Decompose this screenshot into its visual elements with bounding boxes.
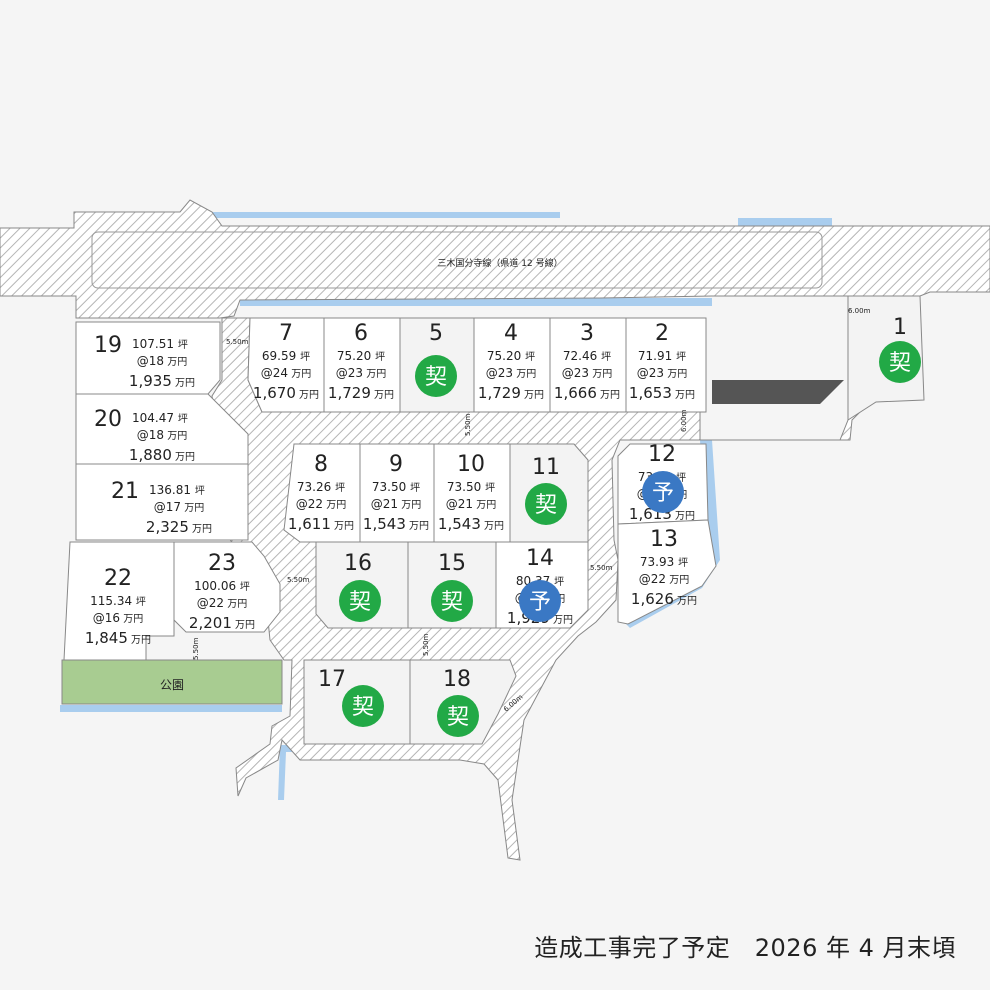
lot-19[interactable] [75, 321, 221, 395]
contracted-badge [437, 695, 479, 737]
lot-number: 12 [648, 442, 676, 467]
lot-unit-price: @16 万円 [93, 611, 143, 625]
lot-number: 4 [504, 321, 518, 346]
lot-unit-price: @23 万円 [486, 366, 536, 380]
lot-number: 3 [580, 321, 594, 346]
dimension-label: 5.50m [422, 633, 430, 656]
lot-number: 7 [279, 321, 293, 346]
lot-area: 73.50 坪 [447, 480, 495, 494]
badge-label: 予 [652, 481, 674, 506]
lot-7[interactable] [247, 317, 325, 413]
lot-number: 18 [443, 667, 471, 692]
lot-unit-price: @24 万円 [261, 366, 311, 380]
lot-number: 5 [429, 321, 443, 346]
road-median [91, 231, 823, 289]
lot-number: 11 [532, 455, 560, 480]
badge-label: 契 [441, 590, 463, 615]
lot-area: 69.59 坪 [262, 349, 310, 363]
lot-number: 6 [354, 321, 368, 346]
contracted-badge [525, 483, 567, 525]
dimension-label: 6.00m [680, 409, 688, 432]
lot-area: 75.20 坪 [487, 349, 535, 363]
contracted-badge [339, 580, 381, 622]
badge-label: 契 [535, 493, 557, 518]
lot-unit-price: @18 万円 [137, 354, 187, 368]
lot-area: 71.91 坪 [638, 349, 686, 363]
lot-unit-price: @17 万円 [154, 500, 204, 514]
contracted-badge [342, 685, 384, 727]
lot-area: 72.46 坪 [563, 349, 611, 363]
lot-number: 21 [111, 479, 139, 504]
contracted-badge [431, 580, 473, 622]
lot-unit-price: @21 万円 [371, 497, 421, 511]
lot-area: 73.26 坪 [297, 480, 345, 494]
dimension-label: 5.50m [464, 413, 472, 436]
badge-label: 予 [529, 590, 551, 615]
badge-label: 契 [349, 590, 371, 615]
reserved-badge [642, 471, 684, 513]
badge-label: 契 [889, 351, 911, 376]
lot-13[interactable] [617, 519, 717, 625]
park-label: 公園 [160, 678, 184, 692]
lot-area: 107.51 坪 [132, 337, 188, 351]
lot-area: 100.06 坪 [194, 579, 250, 593]
lot-number: 10 [457, 452, 485, 477]
badge-label: 契 [447, 705, 469, 730]
lot-number: 23 [208, 551, 236, 576]
lot-area: 136.81 坪 [149, 483, 205, 497]
dark-structure [712, 380, 844, 404]
lot-unit-price: @21 万円 [446, 497, 496, 511]
lot-area: 73.50 坪 [372, 480, 420, 494]
lot-number: 8 [314, 452, 328, 477]
dimension-label: 6.00m [848, 307, 871, 315]
contracted-badge [415, 355, 457, 397]
road-label: 三木国分寺線（県道 12 号線） [437, 257, 562, 269]
lot-number: 16 [344, 551, 372, 576]
completion-note: 造成工事完了予定 2026 年 4 月末頃 [534, 934, 956, 962]
contracted-badge [879, 341, 921, 383]
badge-label: 契 [352, 695, 374, 720]
lot-21[interactable] [75, 463, 249, 541]
lot-23[interactable] [173, 541, 281, 633]
dimension-label: 5.50m [287, 576, 310, 584]
dimension-label: 5.50m [226, 338, 249, 346]
lot-number: 14 [526, 546, 554, 571]
lot-area: 104.47 坪 [132, 411, 188, 425]
lot-number: 22 [104, 566, 132, 591]
lot-unit-price: @18 万円 [137, 428, 187, 442]
lot-number: 15 [438, 551, 466, 576]
lot-unit-price: @23 万円 [336, 366, 386, 380]
lot-number: 20 [94, 407, 122, 432]
lot-unit-price: @22 万円 [296, 497, 346, 511]
lot-number: 19 [94, 333, 122, 358]
park [61, 659, 283, 705]
lot-unit-price: @23 万円 [637, 366, 687, 380]
lot-number: 9 [389, 452, 403, 477]
lot-20[interactable] [75, 393, 249, 465]
lot-area: 73.93 坪 [640, 555, 688, 569]
lot-unit-price: @23 万円 [562, 366, 612, 380]
lot-number: 13 [650, 527, 678, 552]
lot-number: 1 [893, 315, 907, 340]
lot-unit-price: @22 万円 [197, 596, 247, 610]
lot-area: 115.34 坪 [90, 594, 146, 608]
dimension-label: 5.50m [192, 637, 200, 660]
lot-unit-price: @22 万円 [639, 572, 689, 586]
lot-area: 75.20 坪 [337, 349, 385, 363]
reserved-badge [519, 580, 561, 622]
dimension-label: 5.50m [590, 564, 613, 572]
lot-number: 17 [318, 667, 346, 692]
badge-label: 契 [425, 365, 447, 390]
lot-number: 2 [655, 321, 669, 346]
